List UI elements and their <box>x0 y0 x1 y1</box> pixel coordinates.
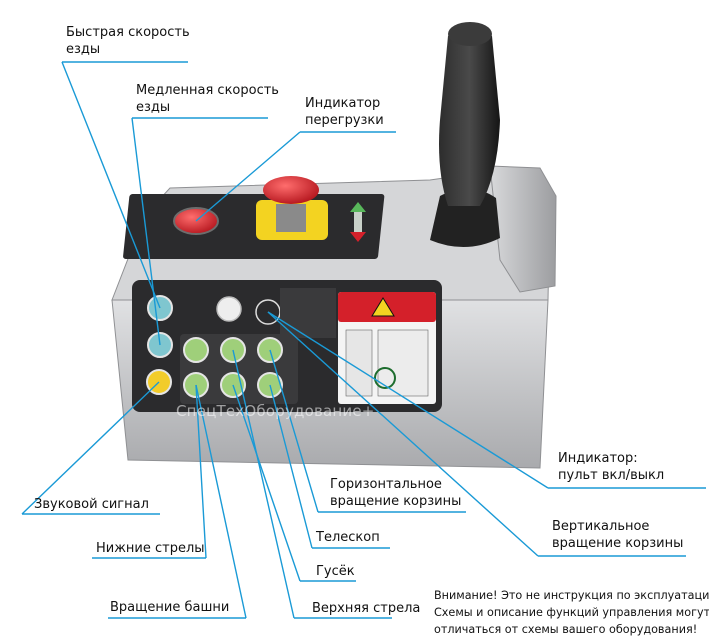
label-lower-booms: Нижние стрелы <box>96 541 205 556</box>
label-horn: Звуковой сигнал <box>34 497 149 512</box>
power-indicator-button[interactable] <box>216 296 242 322</box>
sticker-arrows-icon <box>374 367 396 389</box>
leader-fast-speed <box>61 61 188 309</box>
leader-tower-rotation <box>108 384 247 619</box>
leader-overload <box>195 131 396 222</box>
emergency-stop[interactable] <box>256 176 328 240</box>
disclaimer-note: Внимание! Это не инструкция по эксплуата… <box>434 589 709 636</box>
sticker-diagram-right <box>377 329 429 397</box>
joystick[interactable] <box>430 22 500 248</box>
leader-lines <box>21 61 706 619</box>
leader-lower-booms <box>92 384 207 559</box>
estop-red-cap[interactable] <box>263 176 319 204</box>
leader-power <box>267 311 706 489</box>
leader-slow-speed <box>131 117 268 346</box>
direction-arrows-icon <box>350 202 366 242</box>
joystick-handle[interactable] <box>439 25 500 206</box>
leader-jib <box>232 384 356 582</box>
label-power-indicator: Индикатор:пульт вкл/выкл <box>558 451 665 483</box>
watermark: СпецТехОборудование+ <box>176 402 375 420</box>
leader-horizontal-basket <box>269 349 466 513</box>
label-telescope: Телескоп <box>316 530 380 545</box>
label-jib: Гусёк <box>316 564 355 579</box>
top-label-plate <box>123 194 385 259</box>
label-tower-rotation: Вращение башни <box>110 600 230 615</box>
label-upper-boom: Верхняя стрела <box>312 601 421 616</box>
leader-vertical-basket <box>267 311 686 557</box>
leader-upper-boom <box>232 349 392 619</box>
lower-booms-button[interactable] <box>183 337 209 363</box>
sticker-diagram <box>345 329 373 397</box>
pictogram-strip <box>280 288 336 338</box>
leader-telescope <box>269 384 390 549</box>
joystick-top <box>448 22 492 46</box>
panel-right-housing <box>489 165 557 293</box>
warning-triangle-icon <box>371 297 395 317</box>
leader-horn <box>21 381 160 515</box>
estop-base <box>276 204 306 232</box>
